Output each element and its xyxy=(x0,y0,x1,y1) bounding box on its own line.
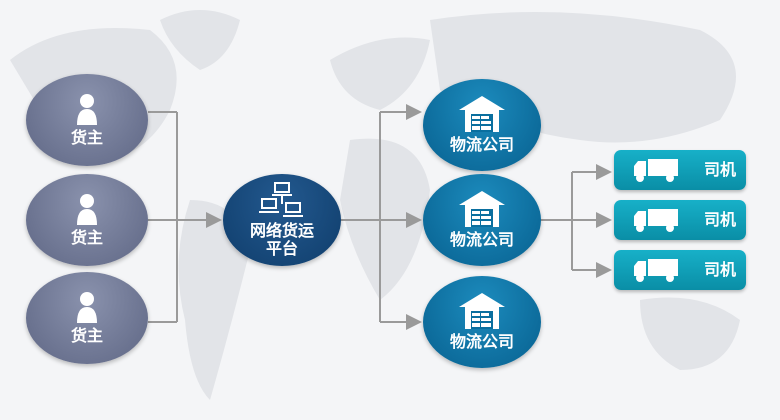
driver-node: 司机 xyxy=(614,200,746,240)
warehouse-icon xyxy=(459,96,505,132)
platform-label-line2: 平台 xyxy=(265,239,298,258)
shipper-label: 货主 xyxy=(70,228,103,247)
truck-icon xyxy=(634,209,678,232)
person-icon xyxy=(77,292,97,323)
logistics-label: 物流公司 xyxy=(449,230,514,249)
driver-label: 司机 xyxy=(704,260,737,279)
shipper-label: 货主 xyxy=(70,326,103,345)
person-icon xyxy=(77,94,97,125)
truck-icon xyxy=(634,259,678,282)
driver-node: 司机 xyxy=(614,250,746,290)
shipper-node: 货主 xyxy=(26,74,148,166)
logistics-label: 物流公司 xyxy=(449,332,514,351)
logistics-node: 物流公司 xyxy=(423,174,541,266)
logistics-node: 物流公司 xyxy=(423,276,541,368)
platform-node: 网络货运 平台 xyxy=(223,174,341,266)
warehouse-icon xyxy=(459,293,505,329)
logistics-label: 物流公司 xyxy=(449,135,514,154)
driver-label: 司机 xyxy=(704,160,737,179)
driver-label: 司机 xyxy=(704,210,737,229)
person-icon xyxy=(77,194,97,225)
truck-icon xyxy=(634,159,678,182)
warehouse-icon xyxy=(459,191,505,227)
driver-node: 司机 xyxy=(614,150,746,190)
shipper-label: 货主 xyxy=(70,128,103,147)
logistics-node: 物流公司 xyxy=(423,79,541,171)
platform-label-line1: 网络货运 xyxy=(249,221,314,240)
shipper-node: 货主 xyxy=(26,272,148,364)
network-computers-icon xyxy=(259,182,303,217)
shipper-node: 货主 xyxy=(26,174,148,266)
